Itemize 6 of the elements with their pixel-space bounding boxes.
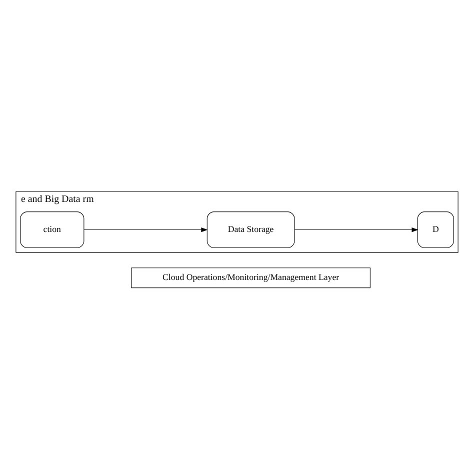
arrow bbox=[294, 226, 418, 232]
node-box: ction bbox=[20, 211, 84, 248]
node-box: D bbox=[417, 211, 454, 248]
node-box: Data Storage bbox=[206, 211, 295, 248]
node-box: Cloud Operations/Monitoring/Management Layer bbox=[131, 267, 370, 288]
arrow bbox=[84, 226, 208, 232]
